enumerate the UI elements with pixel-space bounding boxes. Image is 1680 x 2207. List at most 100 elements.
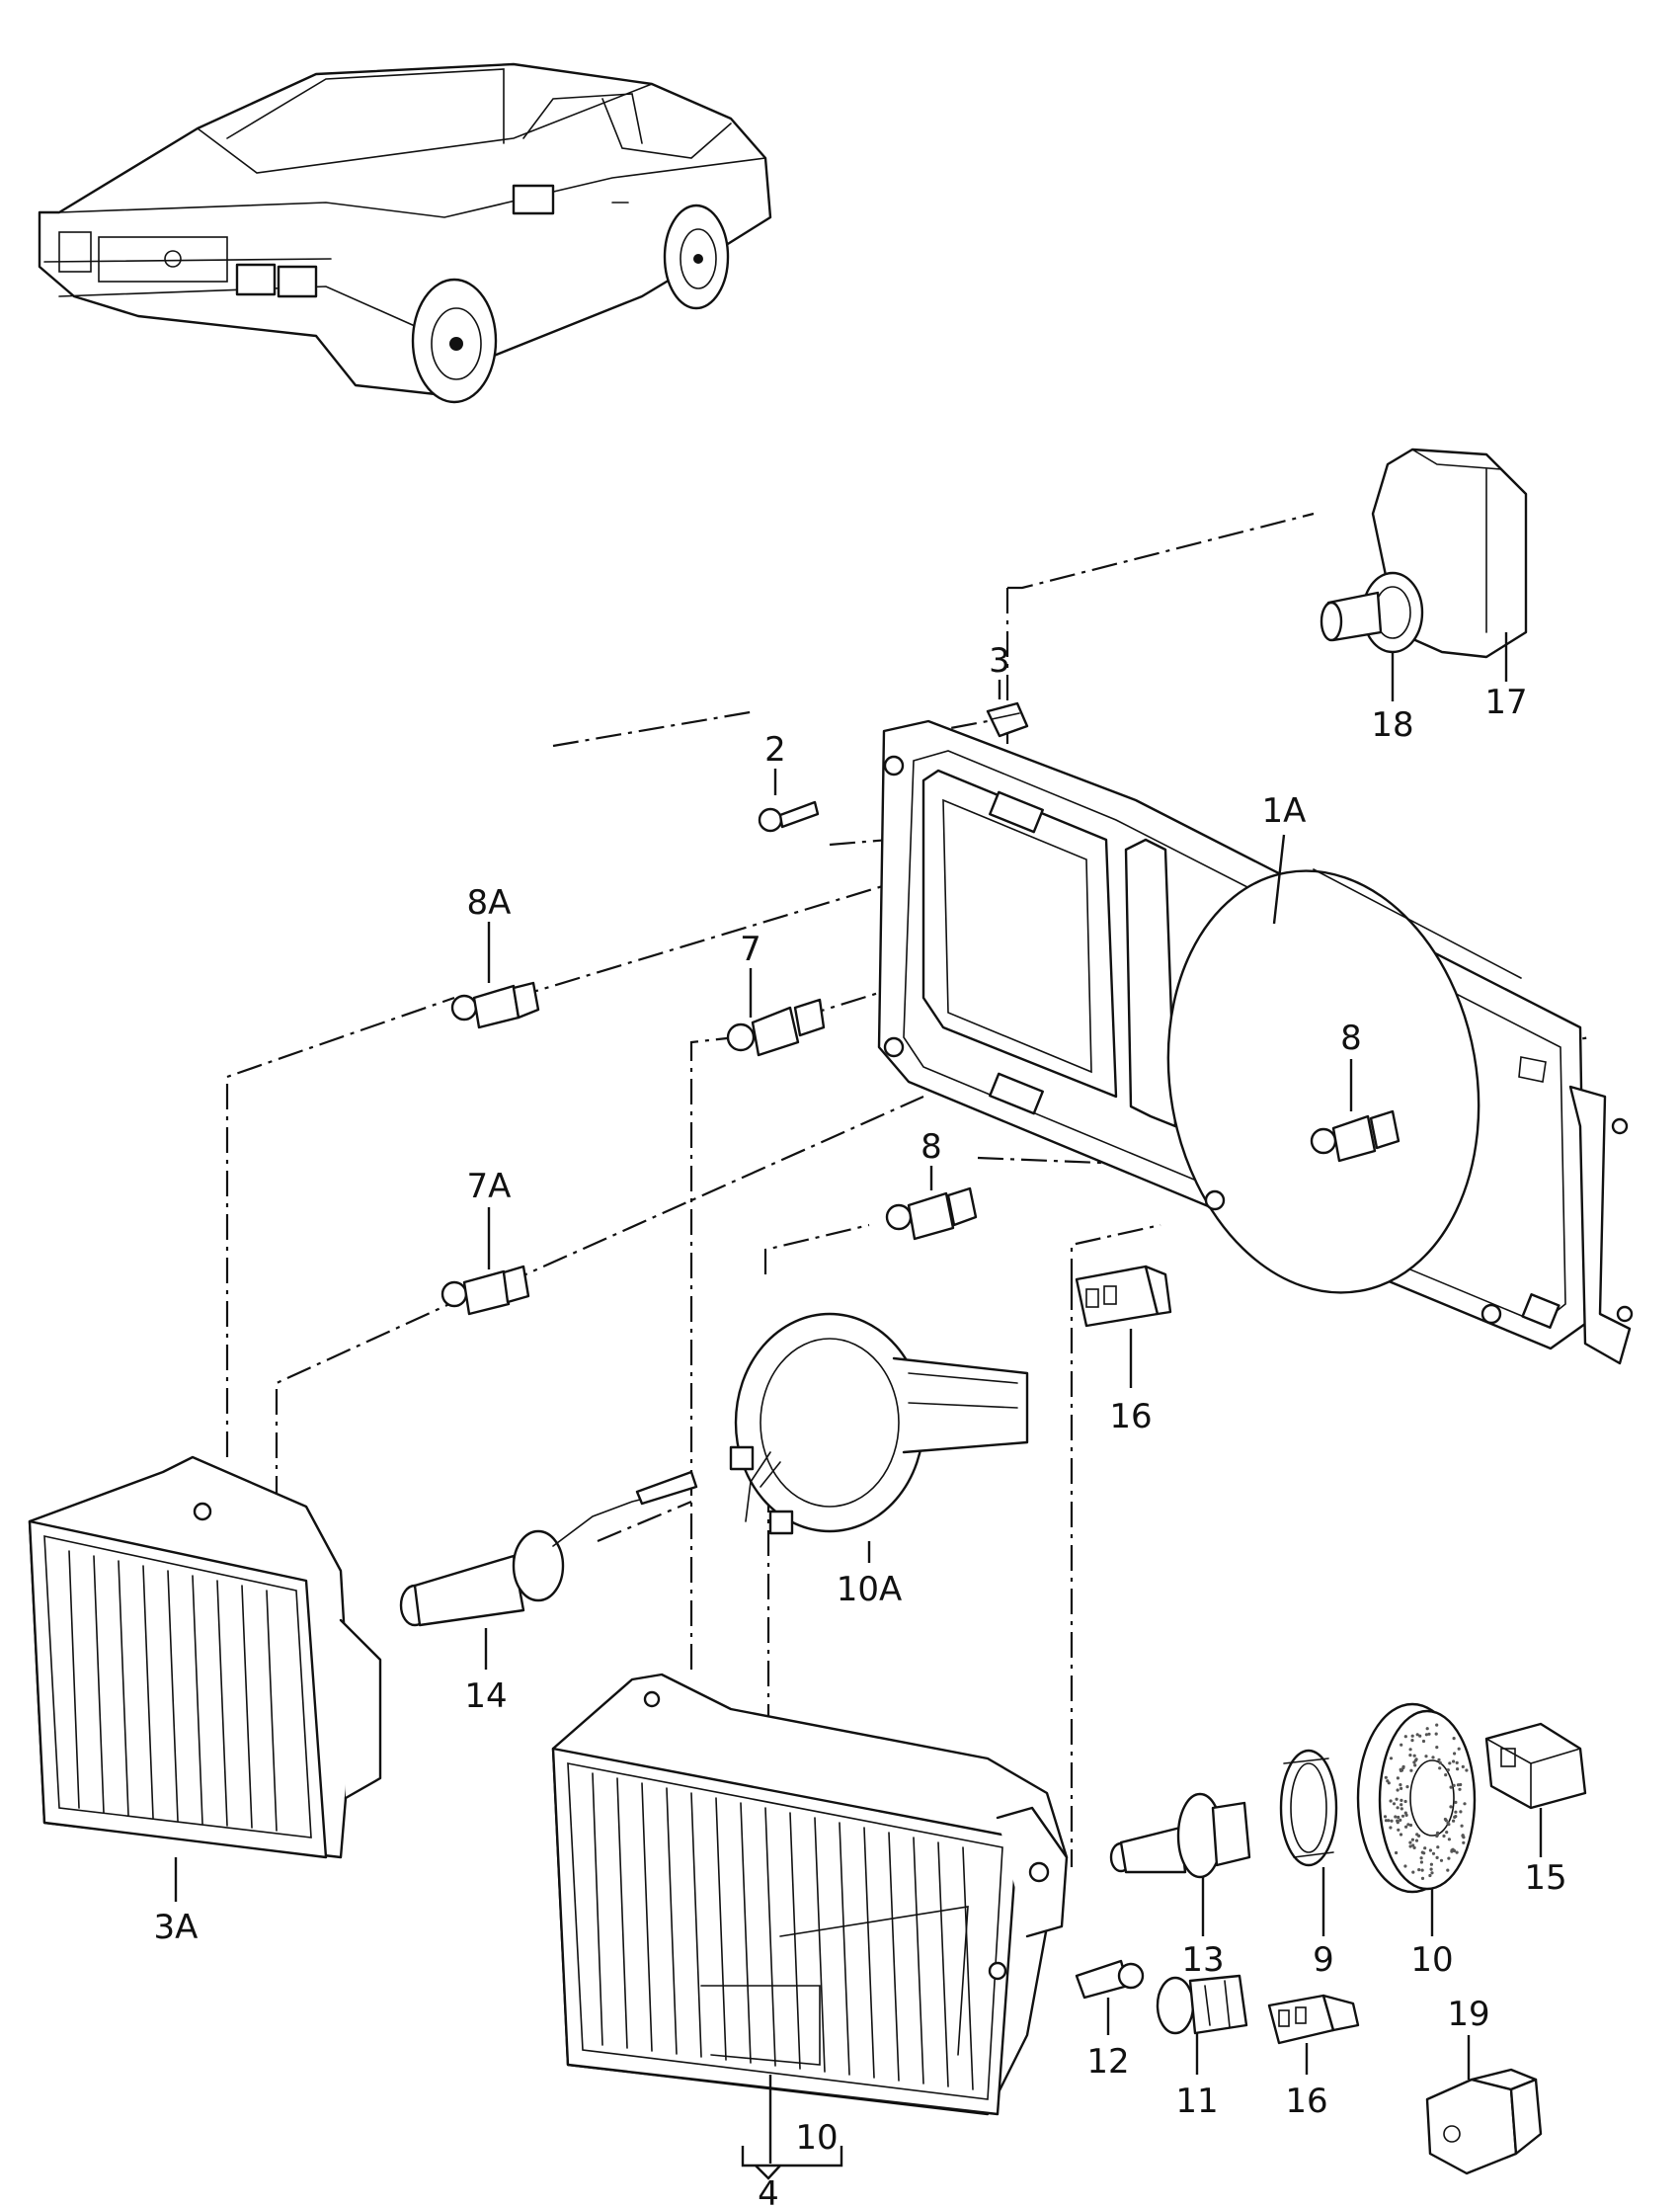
texture-dot	[1419, 1856, 1423, 1860]
label-13: 13	[1181, 1940, 1224, 1980]
adjusting-screw-8-upper	[1310, 1109, 1400, 1163]
texture-dot	[1460, 1824, 1464, 1828]
texture-dot	[1400, 1798, 1403, 1802]
label-17: 17	[1484, 683, 1527, 722]
texture-dot	[1392, 1802, 1397, 1806]
bulb-12	[1075, 1959, 1145, 2000]
texture-dot	[1465, 1768, 1469, 1772]
bulb-socket-11	[1156, 1974, 1248, 2035]
texture-dot	[1455, 1760, 1459, 1764]
texture-dot	[1446, 1868, 1450, 1872]
texture-dot	[1415, 1833, 1419, 1837]
label-3A: 3A	[154, 1908, 199, 1947]
texture-dot	[1389, 1799, 1393, 1803]
texture-dot	[1389, 1757, 1394, 1760]
texture-dot	[1418, 1734, 1422, 1738]
screw-2	[758, 800, 820, 833]
label-8-lower: 8	[920, 1127, 942, 1167]
texture-dot	[1403, 1735, 1407, 1739]
label-10-headlight: 10	[795, 2118, 838, 2158]
texture-dot	[1453, 1815, 1457, 1819]
texture-dot	[1461, 1764, 1465, 1768]
label-15: 15	[1524, 1858, 1566, 1898]
callout-lines	[174, 632, 1543, 2180]
label-4: 4	[758, 2174, 779, 2207]
texture-dot	[1461, 1834, 1465, 1838]
texture-dot	[1403, 1864, 1407, 1868]
label-9: 9	[1313, 1940, 1334, 1980]
connector-16-upper	[1075, 1265, 1172, 1328]
texture-dot	[1439, 1858, 1444, 1862]
texture-dot	[1444, 1819, 1448, 1823]
bulb-h4	[1109, 1792, 1251, 1879]
connector-16-lower	[1267, 1994, 1360, 2045]
texture-dot	[1400, 1803, 1403, 1807]
texture-dot	[1399, 1783, 1402, 1787]
texture-dot	[1417, 1868, 1421, 1872]
texture-dot	[1431, 1851, 1436, 1855]
mounting-frame	[877, 719, 1634, 1365]
texture-dot	[1428, 1848, 1432, 1852]
texture-dot	[1454, 1810, 1458, 1814]
texture-dot	[1408, 1844, 1412, 1848]
texture-dot	[1419, 1860, 1423, 1864]
label-3: 3	[989, 641, 1010, 681]
texture-dot	[1423, 1846, 1427, 1850]
texture-dot	[1431, 1756, 1435, 1759]
texture-dot	[1408, 1840, 1412, 1844]
dust-cap	[1356, 1702, 1477, 1894]
texture-dot	[1427, 1732, 1431, 1736]
texture-dot	[1456, 1767, 1460, 1771]
callout-labels: 1A 2 3 8A 7 8 7A 8 16 10A 14 18 17 3A 13…	[154, 641, 1567, 2207]
adjusting-screw-8-lower	[885, 1186, 978, 1241]
texture-dot	[1410, 1739, 1414, 1743]
texture-dot	[1411, 1843, 1415, 1847]
aux-headlight	[28, 1455, 382, 1859]
texture-dot	[1436, 1831, 1440, 1835]
texture-dot	[1449, 1805, 1453, 1809]
texture-dot	[1458, 1787, 1462, 1791]
texture-dot	[1455, 1850, 1459, 1854]
texture-dot	[1383, 1815, 1388, 1819]
texture-dot	[1410, 1838, 1414, 1841]
adjusting-screw-7	[726, 998, 826, 1057]
texture-dot	[1412, 1845, 1416, 1849]
texture-dot	[1445, 1831, 1449, 1835]
texture-dot	[1463, 1802, 1467, 1806]
texture-dot	[1399, 1833, 1403, 1837]
texture-dot	[1420, 1850, 1424, 1854]
bulb-t4w	[1320, 571, 1424, 654]
texture-dot	[1396, 1776, 1400, 1780]
texture-dot	[1434, 1732, 1438, 1736]
texture-dot	[1437, 1757, 1441, 1761]
texture-dot	[1384, 1819, 1389, 1823]
texture-dot	[1405, 1785, 1409, 1789]
label-16-upper: 16	[1109, 1397, 1152, 1436]
label-16-lower: 16	[1285, 2082, 1327, 2121]
texture-dot	[1408, 1823, 1413, 1828]
bulb-h3	[399, 1470, 698, 1627]
texture-dot	[1450, 1848, 1454, 1852]
texture-dot	[1435, 1746, 1439, 1750]
texture-dot	[1397, 1815, 1400, 1820]
label-19: 19	[1447, 1995, 1489, 2034]
texture-dot	[1453, 1752, 1457, 1756]
texture-dot	[1400, 1814, 1405, 1818]
texture-dot	[1454, 1800, 1458, 1804]
texture-dot	[1446, 1768, 1450, 1772]
texture-dot	[1429, 1862, 1433, 1866]
texture-dot	[1387, 1819, 1391, 1823]
texture-dot	[1394, 1815, 1398, 1819]
adjusting-screw-7A	[440, 1265, 530, 1316]
texture-dot	[1400, 1743, 1403, 1747]
texture-dot	[1449, 1785, 1453, 1789]
texture-dot	[1435, 1723, 1439, 1727]
texture-dot	[1395, 1797, 1399, 1801]
label-10-cap: 10	[1410, 1940, 1453, 1980]
texture-dot	[1436, 1845, 1440, 1849]
texture-dot	[1396, 1806, 1400, 1810]
texture-dot	[1404, 1825, 1408, 1829]
car-illustration	[38, 62, 772, 404]
texture-dot	[1384, 1775, 1388, 1779]
texture-dot	[1459, 1782, 1463, 1787]
